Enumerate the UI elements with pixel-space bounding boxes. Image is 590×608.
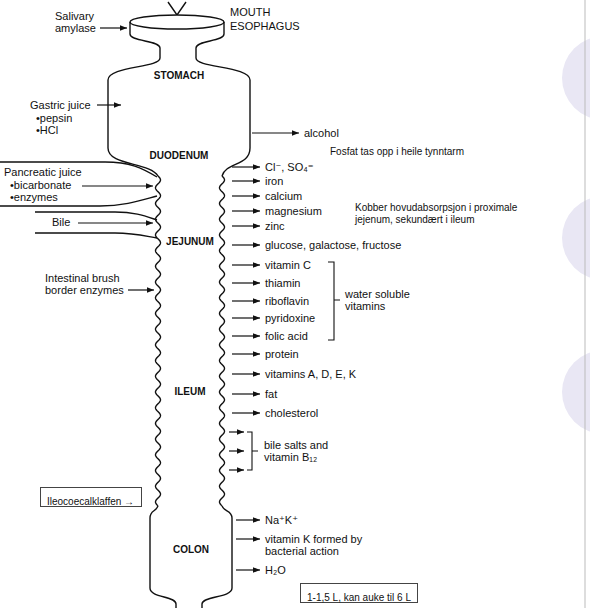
flow-arrow (232, 353, 260, 354)
flow-arrow (97, 104, 121, 105)
decor-circle (562, 36, 590, 120)
bile-duct (35, 233, 157, 238)
flow-arrow (232, 317, 260, 318)
absorption-label: fat (265, 388, 277, 400)
absorption-label: Cl⁻, SO₄⁼ (265, 161, 314, 173)
flow-arrow (232, 166, 260, 167)
pancreatic-duct (0, 162, 157, 177)
flow-arrow (82, 185, 153, 186)
absorption-label: vitamins A, D, E, K (265, 368, 356, 380)
flow-arrow (236, 569, 260, 570)
decor-circle (562, 196, 590, 280)
note-box: 1-1,5 L, kan auke til 6 L (300, 583, 418, 603)
note-text: Ileocoecalklaffen → (47, 496, 134, 508)
absorption-label: calcium (265, 190, 302, 202)
flow-arrow (232, 195, 260, 196)
absorption-label: alcohol (304, 127, 339, 139)
secretion-label: Pancreatic juice (4, 166, 82, 178)
organ-label: COLON (173, 544, 209, 556)
flow-arrow (236, 519, 260, 520)
absorption-label: glucose, galactose, fructose (265, 239, 401, 251)
colon-wall-left (150, 506, 176, 608)
flow-arrow (232, 393, 260, 394)
flow-arrow (232, 335, 260, 336)
organ-label: STOMACH (154, 70, 204, 82)
flow-arrow (232, 180, 260, 181)
note-text: Fosfat tas opp i heile tynntarm (330, 146, 464, 158)
flow-arrow (100, 27, 127, 28)
note-box: Ileocoecalklaffen → (40, 487, 142, 507)
flow-arrow (232, 210, 260, 211)
enzyme-label: Intestinal brush border enzymes (45, 272, 135, 296)
flow-arrow (229, 450, 244, 451)
flow-arrow (232, 225, 260, 226)
secretion-label: Gastric juice (30, 99, 91, 111)
flow-arrow (232, 282, 260, 283)
enzyme-label: Salivary amylase (55, 10, 115, 34)
organ-label: ILEUM (174, 386, 205, 398)
group-label: water soluble vitamins (345, 288, 420, 312)
flow-arrow (252, 132, 299, 133)
absorption-label: Na⁺K⁺ (265, 514, 298, 526)
absorption-label: zinc (265, 220, 285, 232)
absorption-label: magnesium (265, 205, 322, 217)
organ-label: MOUTH (230, 6, 270, 18)
flow-arrow (232, 244, 260, 245)
flow-arrow (78, 222, 153, 223)
absorption-label: pyridoxine (265, 312, 315, 324)
absorption-label: H₂O (265, 564, 286, 576)
organ-label: ESOPHAGUS (230, 20, 300, 32)
absorption-label: vitamin K formed by bacterial action (265, 533, 375, 557)
note-text: 1-1,5 L, kan auke til 6 L (307, 592, 411, 604)
secretion-label: •HCl (36, 124, 58, 136)
colon-wall-right (202, 506, 232, 608)
secretion-label: Bile (52, 216, 70, 228)
absorption-label: bile salts and vitamin B₁₂ (264, 439, 342, 463)
intestine-wall (156, 176, 161, 506)
flow-arrow (232, 300, 260, 301)
bracket (247, 432, 258, 470)
page-border (585, 0, 586, 608)
flow-arrow (232, 264, 260, 265)
flow-arrow (232, 373, 260, 374)
absorption-label: protein (265, 348, 299, 360)
secretion-label: •pepsin (36, 112, 72, 124)
decor-circle (562, 350, 590, 434)
absorption-label: folic acid (265, 330, 308, 342)
absorption-label: thiamin (265, 277, 300, 289)
flow-arrow (229, 469, 244, 470)
absorption-label: vitamin C (265, 259, 311, 271)
absorption-label: riboflavin (265, 295, 309, 307)
flow-arrow (229, 431, 244, 432)
intestine-wall (220, 176, 225, 506)
flow-arrow (232, 412, 260, 413)
absorption-label: iron (265, 175, 283, 187)
secretion-label: •bicarbonate (10, 179, 71, 191)
note-text: Kobber hovudabsorpsjon i proximale jejen… (355, 202, 520, 226)
bracket (328, 262, 340, 340)
flow-arrow (236, 538, 260, 539)
organ-label: DUODENUM (150, 150, 209, 162)
mouth-funnel (168, 2, 186, 15)
mouth-rim (130, 15, 224, 29)
flow-arrow (128, 289, 154, 290)
absorption-label: cholesterol (265, 407, 318, 419)
organ-label: JEJUNUM (166, 236, 214, 248)
secretion-label: •enzymes (10, 191, 58, 203)
